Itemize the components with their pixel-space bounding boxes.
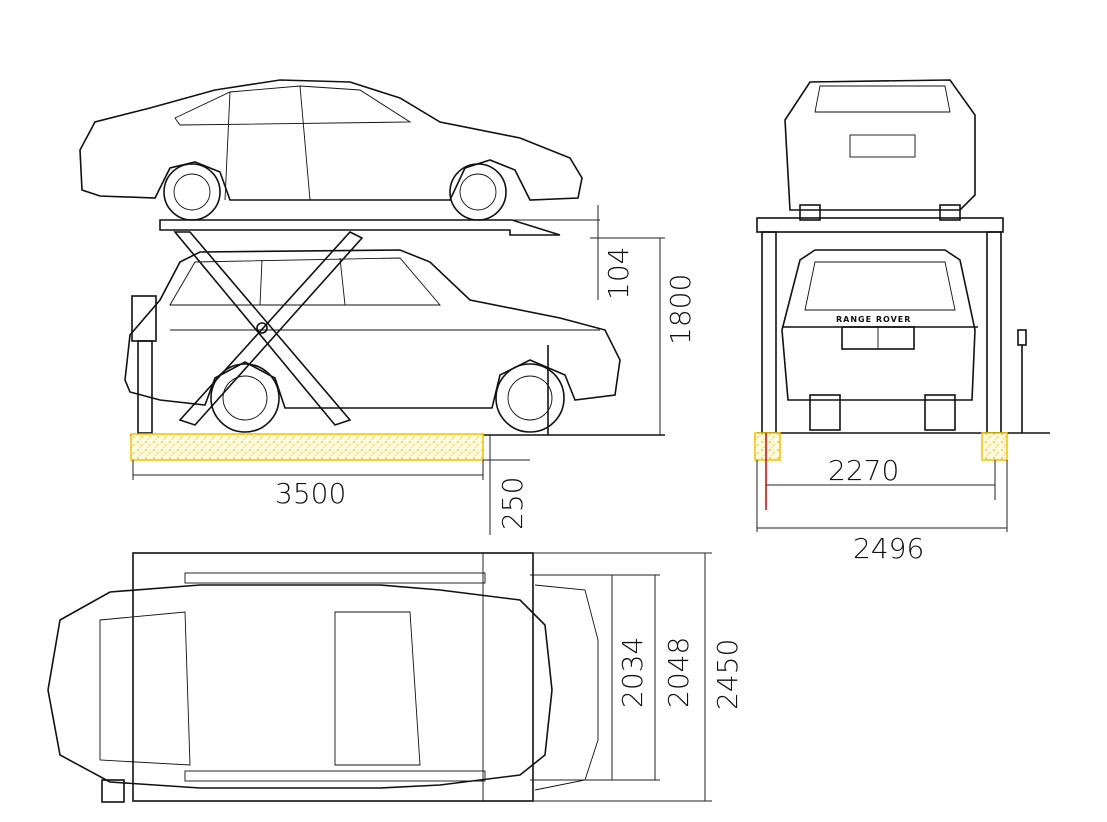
car-top: [47, 584, 599, 791]
upper-platform-rear: [756, 217, 1004, 233]
upper-platform: [159, 219, 561, 236]
dim-platform-thickness: 104: [602, 247, 635, 300]
dim-inner-width: 2270: [828, 454, 899, 487]
side-view: [79, 79, 665, 535]
right-foundation: [981, 432, 1008, 461]
dim-lift-height: 1800: [664, 274, 697, 345]
control-box: [101, 779, 125, 803]
upper-car-rear: [784, 79, 976, 221]
lower-suv-side: [124, 249, 621, 433]
lower-suv-rear: RANGE ROVER: [781, 249, 978, 431]
platform-top: [132, 552, 534, 802]
dim-pit-depth: 250: [496, 477, 529, 530]
left-post: [761, 231, 777, 434]
upper-sedan-side: [79, 79, 583, 221]
dim-car-width: 2034: [616, 637, 649, 708]
left-foundation: [754, 432, 781, 461]
top-view: [47, 552, 712, 803]
foundation-pit: [130, 433, 484, 461]
dim-overall-width-top: 2450: [711, 639, 744, 710]
rear-view: RANGE ROVER: [754, 79, 1050, 532]
range-rover-badge: RANGE ROVER: [836, 315, 911, 324]
right-post: [986, 231, 1002, 434]
dim-overall-width: 2496: [853, 532, 924, 565]
dim-length: 3500: [275, 477, 346, 510]
scissor-mechanism: [173, 231, 364, 426]
dim-platform-width: 2048: [662, 637, 695, 708]
